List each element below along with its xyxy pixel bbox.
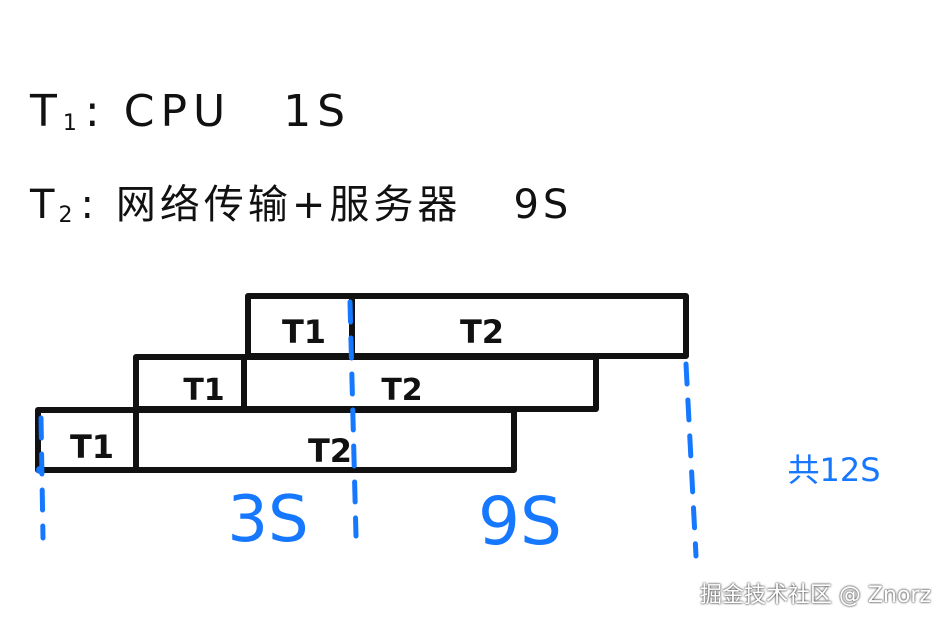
def-t1-name: T bbox=[30, 86, 63, 137]
def-t1-sub: 1 bbox=[62, 111, 77, 136]
def-t2-colon: : bbox=[80, 182, 98, 228]
row-2-t1-label: T1 bbox=[183, 373, 224, 408]
row-2-t2-label: T2 bbox=[381, 373, 422, 408]
def-t1-desc: CPU bbox=[123, 86, 232, 137]
def-t1-colon: : bbox=[84, 86, 106, 137]
row-1-t2-label: T2 bbox=[460, 313, 504, 351]
row-3-t1-label: T1 bbox=[70, 428, 114, 466]
span-b-label: 9S bbox=[478, 483, 562, 560]
definition-t1: T1: CPU 1S bbox=[30, 86, 351, 137]
guide-dot-left bbox=[36, 466, 44, 474]
total-label: 共12S bbox=[787, 451, 880, 489]
def-t2-amount: 9S bbox=[513, 182, 573, 228]
def-t2-name: T bbox=[30, 182, 59, 228]
span-a-label: 3S bbox=[227, 483, 308, 557]
guide-line-middle bbox=[347, 299, 359, 539]
row-3-t2-box bbox=[133, 407, 517, 473]
definition-t2: T2: 网络传输+服务器 9S bbox=[30, 172, 572, 230]
guide-line-left bbox=[38, 415, 46, 541]
def-t2-sub: 2 bbox=[58, 203, 73, 228]
row-1-t2-box bbox=[349, 293, 689, 359]
guide-line-right bbox=[683, 361, 699, 559]
row-3-t2-label: T2 bbox=[308, 432, 352, 470]
watermark: 掘金技术社区 @ Znorz bbox=[699, 583, 931, 608]
def-t2-desc: 网络传输+服务器 bbox=[115, 182, 462, 228]
row-1-t1-label: T1 bbox=[282, 313, 326, 351]
def-t1-amount: 1S bbox=[283, 86, 352, 137]
